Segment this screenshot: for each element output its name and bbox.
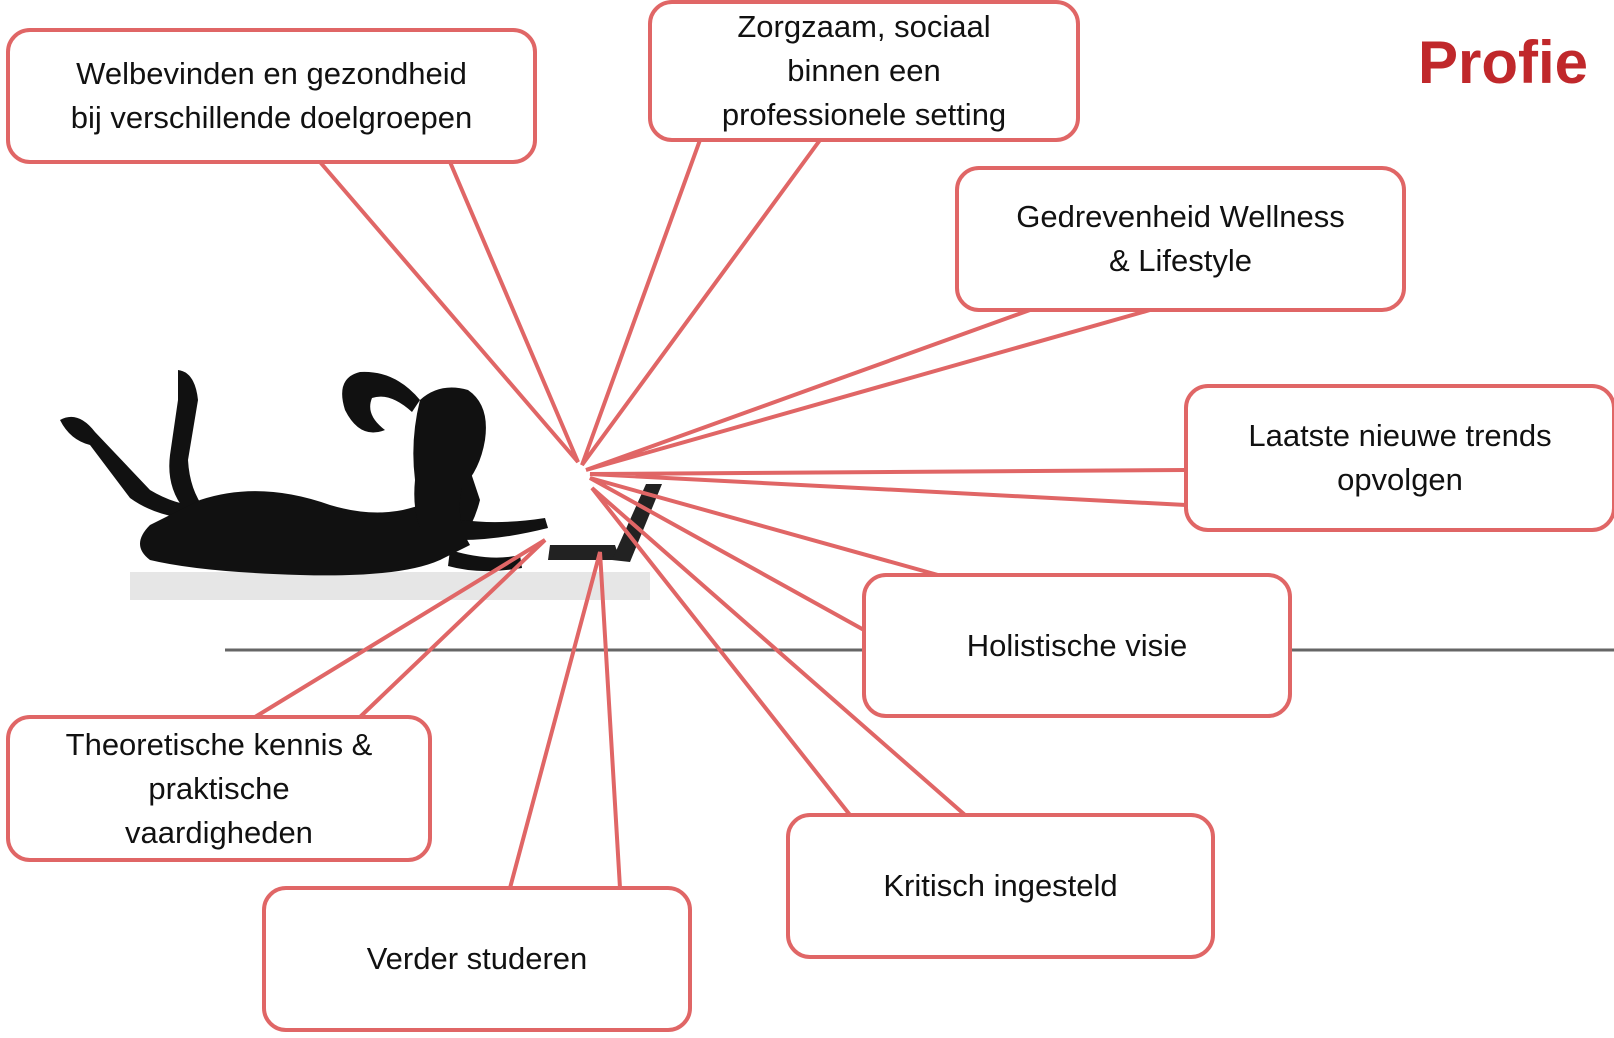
callout-box: [648, 0, 1080, 142]
callout-kritisch: [590, 486, 1215, 959]
callout-box: [786, 813, 1215, 959]
callout-pointer: [589, 468, 1187, 507]
woman-with-laptop-silhouette: [60, 370, 662, 600]
callout-box: [955, 166, 1406, 312]
callout-pointer: [589, 476, 939, 632]
callout-pointer: [318, 160, 580, 464]
callout-verder: [262, 551, 692, 1032]
callout-text-theoretisch: Theoretische kennis & praktische vaardig…: [65, 726, 373, 850]
callout-box: [862, 573, 1292, 718]
page-title: Profie: [1418, 29, 1589, 96]
callout-text-kritisch: Kritisch ingesteld: [883, 868, 1118, 903]
callouts-layer: [6, 0, 1614, 1032]
callout-text-gedrevenheid: Gedrevenheid Wellness & Lifestyle: [1016, 199, 1345, 278]
callout-text-welbevinden: Welbevinden en gezondheid bij verschille…: [70, 56, 473, 135]
callout-theoretisch: [6, 538, 547, 862]
callout-box: [6, 28, 537, 164]
callout-gedrevenheid: [585, 166, 1406, 472]
callout-pointer: [253, 538, 547, 719]
callout-pointer: [590, 486, 967, 817]
callout-pointer: [585, 308, 1151, 472]
callout-text-verder: Verder studeren: [366, 941, 588, 976]
callout-box: [6, 715, 432, 862]
callout-pointer: [508, 551, 622, 889]
callout-text-zorgzaam: Zorgzaam, sociaal binnen een professione…: [721, 9, 1007, 132]
callout-box: [1184, 384, 1614, 532]
callout-holistisch: [589, 476, 1292, 718]
callout-text-holistisch: Holistische visie: [966, 627, 1188, 663]
callout-welbevinden: [6, 28, 580, 464]
callout-box: [262, 886, 692, 1032]
callout-text-trends: Laatste nieuwe trends opvolgen: [1248, 418, 1552, 497]
callout-zorgzaam: [580, 0, 1080, 467]
callout-trends: [589, 384, 1614, 532]
callout-pointer: [580, 138, 822, 467]
